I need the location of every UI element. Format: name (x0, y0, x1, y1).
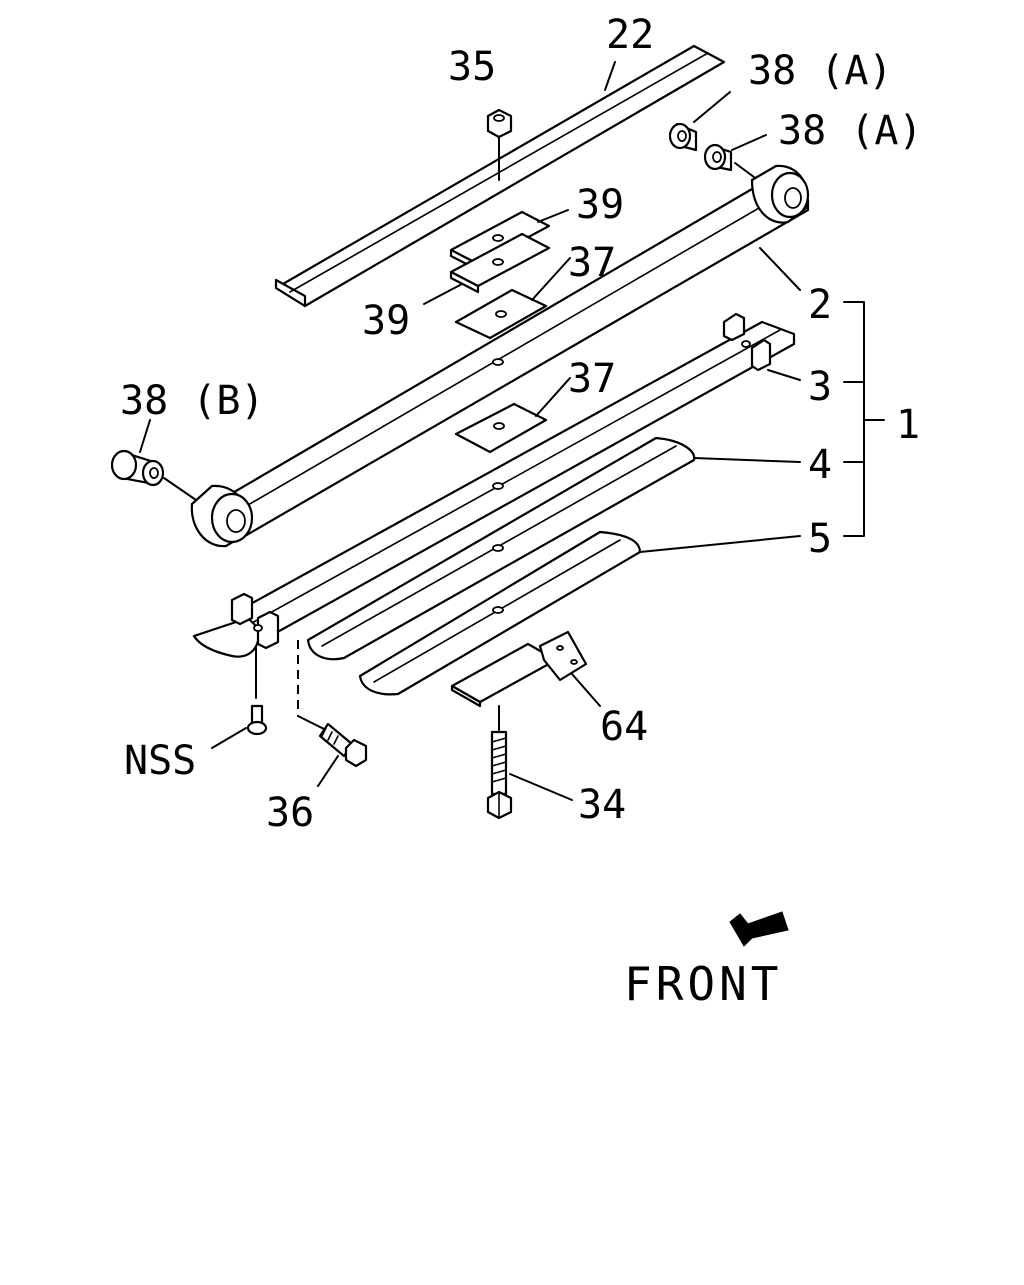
label-36: 36 (266, 790, 314, 836)
label-37-middle: 37 (568, 356, 616, 402)
label-22: 22 (606, 12, 654, 58)
front-arrow-icon (729, 911, 789, 947)
part-nss-screw (246, 704, 268, 736)
part-38b-bushing (110, 449, 197, 501)
part-37-pad-middle (454, 402, 548, 454)
part-36-bolt (297, 640, 368, 768)
label-39-top: 39 (576, 182, 624, 228)
label-3: 3 (808, 364, 832, 410)
label-5: 5 (808, 516, 832, 562)
front-direction-indicator: FRONT (624, 911, 789, 1011)
label-4: 4 (808, 442, 832, 488)
label-39-left: 39 (362, 298, 410, 344)
label-64: 64 (600, 704, 648, 750)
label-35: 35 (448, 44, 496, 90)
label-37-top: 37 (568, 240, 616, 286)
label-38a-1: 38 (A) (748, 48, 893, 94)
part-64-plate (450, 630, 588, 708)
leader-lines (139, 61, 885, 801)
part-4-leaf (306, 436, 696, 661)
callout-labels: 22 35 38 (A) 38 (A) 39 37 39 2 3 1 4 5 3… (120, 12, 923, 836)
part-34-bolt (486, 705, 513, 820)
label-1: 1 (896, 402, 920, 448)
part-38a-bushing-2 (703, 143, 759, 181)
part-38a-bushing-1 (668, 122, 698, 152)
part-39-shim-bottom (449, 232, 551, 294)
part-2-main-leaf (190, 164, 810, 548)
label-38a-2: 38 (A) (778, 108, 923, 154)
part-3-second-leaf (192, 312, 796, 699)
part-35-nut (486, 108, 513, 181)
front-label: FRONT (624, 957, 782, 1011)
label-2: 2 (808, 282, 832, 328)
part-37-pad-top (454, 288, 548, 340)
label-38b: 38 (B) (120, 378, 265, 424)
label-34: 34 (578, 782, 626, 828)
label-nss: NSS (124, 738, 196, 784)
